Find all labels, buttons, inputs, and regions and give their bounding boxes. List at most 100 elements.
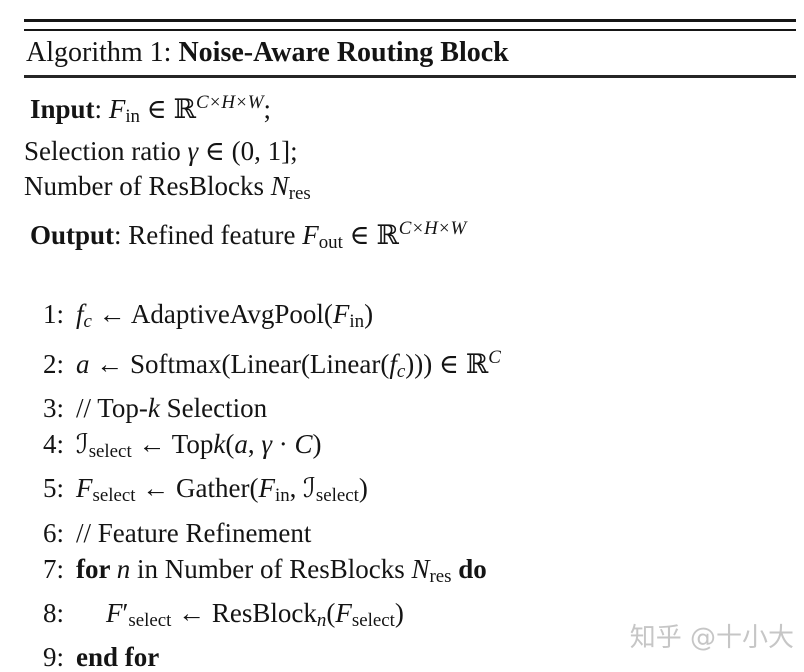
text-segment: F: [76, 473, 93, 504]
line-content: end for: [76, 642, 159, 672]
text-segment: C: [294, 429, 313, 460]
text-segment: select: [88, 441, 132, 463]
top-rule: [24, 19, 796, 31]
code-line: 2: a ← Softmax(Linear(Linear(fc))) ∈ ℝC: [24, 340, 796, 390]
declaration-line: Input: Fin ∈ ℝC×H×W;: [24, 85, 796, 134]
text-segment: n: [116, 553, 131, 584]
text-segment: C: [488, 347, 501, 369]
text-segment: ← Gather(: [135, 473, 259, 504]
text-segment: ℐ: [76, 429, 89, 460]
algorithm-label: Algorithm 1:: [26, 37, 179, 68]
text-segment: Selection: [159, 393, 268, 424]
text-segment: : Refined feature: [114, 219, 303, 250]
text-segment: select: [128, 609, 172, 631]
caption-rule: [24, 75, 796, 78]
text-segment: γ: [261, 429, 272, 460]
text-segment: Selection ratio: [24, 135, 188, 166]
text-segment: end for: [76, 641, 160, 672]
algorithm-block: Algorithm 1: Noise-Aware Routing Block I…: [24, 19, 796, 672]
line-content: F′select ← ResBlockn(Fselect): [76, 597, 404, 631]
text-segment: ): [364, 299, 374, 330]
text-segment: ): [394, 597, 404, 628]
text-segment: a: [234, 429, 248, 460]
code-lines: 1:fc ← AdaptiveAvgPool(Fin) 2:a ← Softma…: [24, 296, 796, 672]
line-number: 4:: [42, 429, 64, 460]
text-segment: ← Softmax(Linear(Linear(: [89, 349, 390, 380]
text-segment: ·: [271, 429, 295, 460]
text-segment: do: [451, 553, 487, 584]
code-line: 8:F′select ← ResBlockn(Fselect): [24, 595, 796, 639]
text-segment: in: [125, 105, 141, 127]
line-content: fc ← AdaptiveAvgPool(Fin): [76, 299, 374, 333]
text-segment: F: [108, 93, 126, 124]
text-segment: select: [92, 485, 136, 507]
text-segment: Number of ResBlocks: [24, 170, 271, 201]
text-segment: :: [94, 93, 109, 124]
watermark: 知乎 @十小大: [629, 623, 794, 653]
line-content: Fselect ← Gather(Fin, ℐselect): [76, 473, 368, 506]
text-segment: select: [315, 485, 359, 507]
text-segment: ℝ: [173, 93, 196, 124]
declaration-line: Output: Refined feature Fout ∈ ℝC×H×W: [24, 211, 796, 260]
text-segment: select: [351, 609, 395, 631]
line-content: a ← Softmax(Linear(Linear(fc))) ∈ ℝC: [76, 347, 501, 383]
text-segment: // Top-: [76, 393, 148, 424]
text-segment: f: [76, 299, 84, 330]
code-line: 9: end for: [24, 639, 796, 672]
text-segment: ,: [289, 473, 304, 504]
text-segment: Output: [30, 219, 115, 250]
declarations: Input: Fin ∈ ℝC×H×W;Selection ratio γ ∈ …: [24, 78, 796, 260]
text-segment: k: [147, 393, 160, 424]
line-number: 6:: [42, 517, 64, 548]
text-segment: ← ResBlock: [171, 597, 317, 628]
text-segment: ← AdaptiveAvgPool(: [91, 299, 333, 330]
line-content: // Top-k Selection: [76, 393, 267, 423]
line-number: 9:: [42, 641, 64, 672]
text-segment: // Feature Refinement: [76, 517, 312, 548]
text-segment: ;: [263, 93, 271, 124]
text-segment: n: [316, 609, 327, 631]
code-line: 4:ℐselect ← Topk(a, γ · C): [24, 426, 796, 470]
text-segment: c: [396, 361, 406, 383]
line-number: 1:: [42, 299, 64, 330]
text-segment: F: [258, 473, 275, 504]
text-segment: C×H×W: [398, 218, 467, 240]
text-segment: f: [389, 349, 397, 380]
text-segment: ): [358, 473, 368, 504]
text-segment: in Number of ResBlocks: [130, 553, 412, 584]
text-segment: γ: [187, 135, 199, 166]
text-segment: res: [429, 565, 452, 587]
algorithm-title: Noise-Aware Routing Block: [178, 37, 509, 68]
text-segment: in: [349, 311, 365, 333]
text-segment: ∈ (0, 1];: [198, 135, 298, 166]
line-number: 5:: [42, 473, 64, 504]
declaration-line: Number of ResBlocks Nres: [24, 169, 796, 211]
text-segment: ′: [122, 597, 129, 628]
text-segment: N: [411, 553, 430, 584]
text-segment: F: [302, 219, 319, 250]
text-segment: a: [76, 349, 90, 380]
line-number: 3:: [42, 393, 64, 424]
text-segment: F: [335, 597, 352, 628]
declaration-line: Selection ratio γ ∈ (0, 1];: [24, 134, 796, 169]
line-number: 8:: [42, 597, 64, 628]
text-segment: (: [225, 429, 235, 460]
text-segment: res: [288, 183, 311, 205]
text-segment: for: [76, 553, 117, 584]
text-segment: out: [318, 232, 343, 254]
text-segment: (: [326, 597, 336, 628]
text-segment: F: [106, 597, 123, 628]
text-segment: in: [274, 485, 290, 507]
text-segment: F: [332, 299, 350, 330]
line-number: 2:: [42, 349, 64, 380]
text-segment: ))) ∈: [405, 349, 466, 380]
text-segment: Input: [30, 93, 95, 124]
text-segment: ℝ: [465, 349, 489, 380]
code-line: 6: // Feature Refinement: [24, 515, 796, 551]
line-number: 7:: [42, 553, 64, 584]
algorithm-caption: Algorithm 1: Noise-Aware Routing Block: [24, 31, 796, 75]
text-segment: ,: [247, 429, 262, 460]
text-segment: ℐ: [303, 473, 316, 504]
text-segment: C×H×W: [195, 92, 264, 113]
